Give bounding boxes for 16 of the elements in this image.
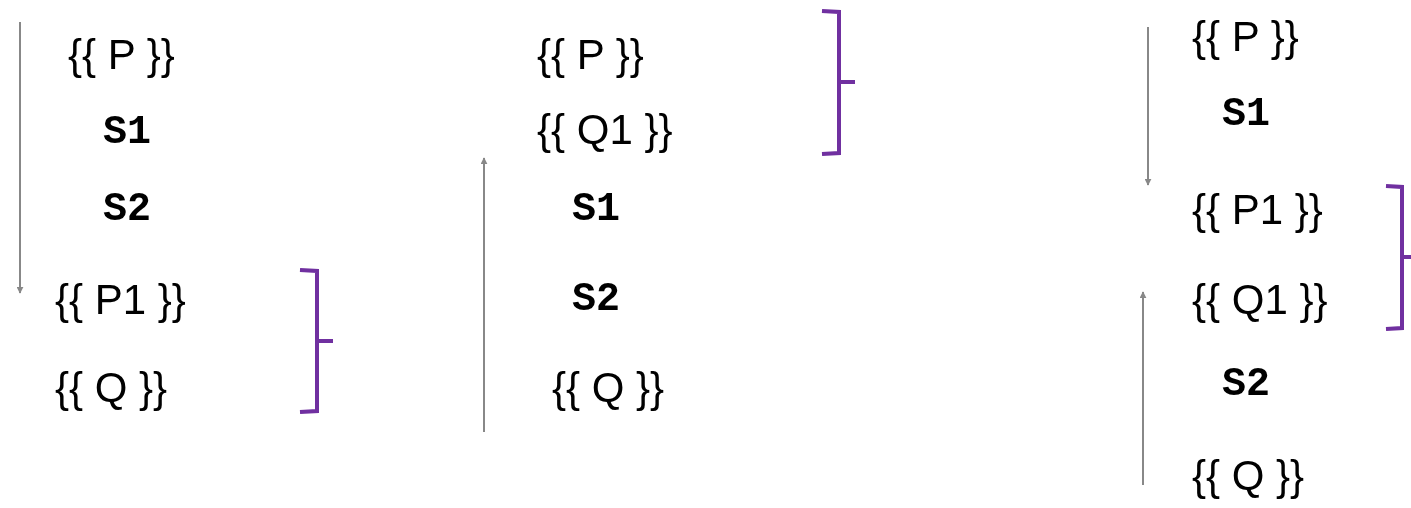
- assertion-label: {{ Q1 }}: [537, 109, 673, 151]
- assertion-label: {{ Q }}: [552, 367, 665, 409]
- assertion-label: {{ P1 }}: [1192, 189, 1323, 231]
- statement-label: S2: [103, 190, 151, 230]
- assertion-label: {{ Q }}: [55, 367, 168, 409]
- assertion-label: {{ P }}: [537, 34, 644, 76]
- assertion-label: {{ Q }}: [1192, 455, 1305, 497]
- statement-label: S2: [572, 280, 620, 320]
- assertion-label: {{ Q1 }}: [1192, 279, 1328, 321]
- statement-label: S1: [572, 190, 620, 230]
- assertion-label: {{ P1 }}: [55, 279, 186, 321]
- statement-label: S1: [103, 113, 151, 153]
- statement-label: S1: [1222, 95, 1270, 135]
- statement-label: S2: [1222, 365, 1270, 405]
- assertion-label: {{ P }}: [68, 34, 175, 76]
- assertion-label: {{ P }}: [1192, 16, 1299, 58]
